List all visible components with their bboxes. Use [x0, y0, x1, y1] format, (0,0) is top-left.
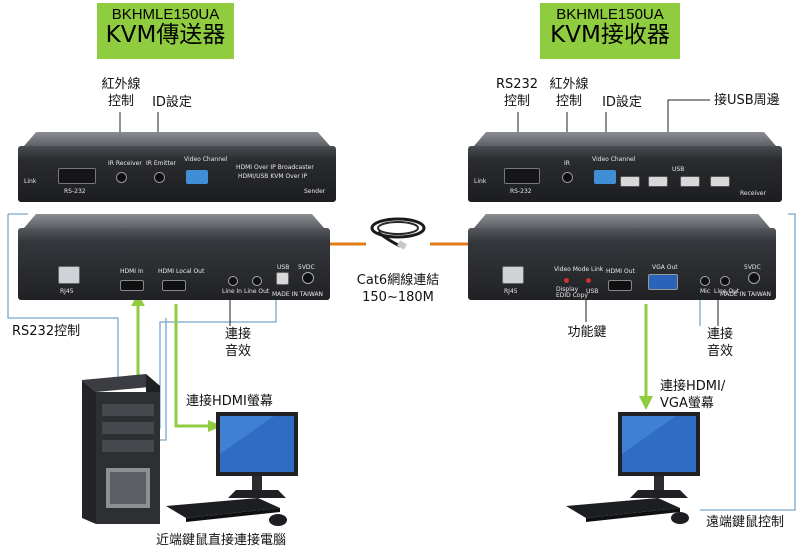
sender-hdmi-callout: 連接HDMI螢幕 [186, 394, 273, 409]
receiver-dc-label: 5VDC [744, 264, 761, 271]
sender-usb-wire [158, 318, 167, 441]
receiver-mode-label: Video Mode Link [554, 266, 604, 273]
sender-front-line2: HDMI/USB KVM Over IP [238, 173, 308, 180]
sender-dc-jack [302, 272, 314, 284]
receiver-mic-jack [700, 276, 710, 286]
sender-name: KVM傳送器 [105, 21, 226, 48]
sender-link-label: Link [24, 178, 37, 185]
sender-front-line1: HDMI Over IP Broadcaster [236, 164, 314, 171]
receiver-usb-port-1 [620, 176, 640, 187]
sender-model: BKHMLE150UA [111, 6, 220, 23]
receiver-ir-callout: 紅外線 控制 [549, 77, 589, 109]
sender-hdmi-in-label: HDMI In [120, 268, 144, 275]
sender-line-in-jack [228, 276, 238, 286]
receiver-dc-jack [748, 272, 760, 284]
receiver-back-panel: RJ45 Video Mode Link Display EDID Copy U… [468, 214, 776, 300]
sender-title-box: BKHMLE150UA KVM傳送器 [97, 3, 234, 59]
receiver-rj45-port [502, 266, 524, 284]
cat6-cable-coil [366, 210, 430, 258]
receiver-vch-label: Video Channel [592, 156, 636, 163]
sender-line-out-jack [252, 276, 262, 286]
receiver-hdmi-out-port [608, 280, 632, 291]
sender-rj45-port [58, 266, 80, 284]
sender-vch-label: Video Channel [184, 156, 228, 163]
receiver-usb-label: USB [672, 166, 685, 173]
receiver-vga-out-port [648, 274, 678, 290]
receiver-rs232-callout: RS232 控制 [495, 77, 539, 109]
receiver-name: KVM接收器 [550, 21, 670, 48]
receiver-usb-back-label: USB [586, 288, 599, 295]
receiver-keyboard-mouse [566, 498, 689, 524]
sender-rs232-label: RS-232 [64, 188, 86, 195]
sender-rs232-callout: RS232控制 [12, 324, 81, 339]
sender-line-out-label: Line Out [244, 288, 270, 295]
hdmi-out-arrowhead [208, 420, 222, 432]
receiver-brand-label: Receiver [740, 190, 766, 197]
sender-line-in-label: Line In [222, 288, 242, 295]
sender-ir-rx-label: IR Receiver [108, 160, 142, 167]
receiver-usb-callout: 接USB周邊 [714, 93, 780, 108]
sender-hdmi-in-port [120, 280, 144, 291]
sender-usb-port [276, 272, 289, 285]
receiver-monitor [618, 412, 700, 498]
receiver-display-arrowhead [639, 396, 653, 410]
sender-id-callout: ID設定 [152, 95, 192, 110]
sender-brand-label: Sender [304, 188, 326, 195]
receiver-rj45-label: RJ45 [504, 288, 518, 295]
sender-back-panel: RJ45 HDMI In HDMI Local Out Line In Line… [18, 214, 330, 300]
sender-hdmi-local-port [162, 280, 186, 291]
sender-dip-switch[interactable] [186, 170, 208, 184]
sender-rj45-label: RJ45 [60, 288, 74, 295]
receiver-line-out-jack [720, 276, 730, 286]
receiver-audio-callout: 連接 音效 [706, 327, 733, 359]
receiver-usb-port-2 [648, 176, 668, 187]
receiver-display-label: Display [556, 286, 579, 293]
receiver-edid-label: EDID Copy [556, 292, 588, 299]
receiver-front-panel: Link RS-232 IR Video Channel USB Receive… [468, 132, 782, 202]
sender-keyboard-mouse [166, 498, 287, 526]
sender-rs232-port [58, 168, 96, 184]
receiver-remote-wire [700, 213, 796, 511]
receiver-func-callout: 功能鍵 [567, 325, 607, 340]
sender-audio-callout: 連接 音效 [224, 327, 251, 359]
receiver-usb-port-4 [710, 176, 730, 187]
receiver-vga-out-label: VGA Out [652, 264, 678, 271]
receiver-ir-label: IR [564, 160, 570, 167]
receiver-model: BKHMLE150UA [556, 6, 664, 23]
receiver-link-label: Link [474, 178, 487, 185]
sender-hdmi-local-label: HDMI Local Out [158, 268, 205, 275]
receiver-rs232-label: RS-232 [510, 188, 532, 195]
receiver-display-callout: 連接HDMI/ VGA螢幕 [660, 379, 726, 411]
receiver-title-box: BKHMLE150UA KVM接收器 [540, 3, 680, 59]
receiver-remote-callout: 遠端鍵鼠控制 [706, 515, 785, 530]
receiver-id-callout: ID設定 [602, 95, 642, 110]
sender-monitor [216, 412, 298, 498]
receiver-mic-label: Mic [700, 288, 711, 295]
hdmi-out-arrow [174, 304, 210, 428]
sender-usb-label: USB [277, 264, 290, 271]
cable-callout: Cat6網線連結 150~180M [356, 273, 440, 305]
sender-made-label: MADE IN TAIWAN [272, 291, 324, 298]
receiver-link-led [586, 278, 591, 283]
sender-ir-rx-jack [116, 172, 127, 183]
receiver-dip-switch[interactable] [594, 170, 616, 184]
receiver-usb-port-3 [680, 176, 700, 187]
receiver-hdmi-out-label: HDMI Out [606, 268, 635, 275]
receiver-made-label: MADE IN TAIWAN [720, 291, 772, 298]
hdmi-in-arrowhead [131, 294, 145, 306]
receiver-line-out-label: Line Out [714, 288, 740, 295]
receiver-rs232-port [504, 168, 540, 184]
sender-ir-callout: 紅外線 控制 [101, 77, 141, 109]
sender-front-panel: Link RS-232 IR Receiver IR Emitter Video… [18, 132, 336, 202]
receiver-ir-jack [562, 172, 573, 183]
sender-local-callout: 近端鍵鼠直接連接電腦 [156, 533, 287, 548]
sender-dc-label: 5VDC [298, 264, 315, 271]
sender-ir-tx-jack [154, 172, 165, 183]
sender-rs232-wire [7, 214, 119, 380]
sender-ir-tx-label: IR Emitter [146, 160, 177, 167]
pc-tower [82, 374, 160, 524]
receiver-mode-button[interactable] [564, 278, 569, 283]
